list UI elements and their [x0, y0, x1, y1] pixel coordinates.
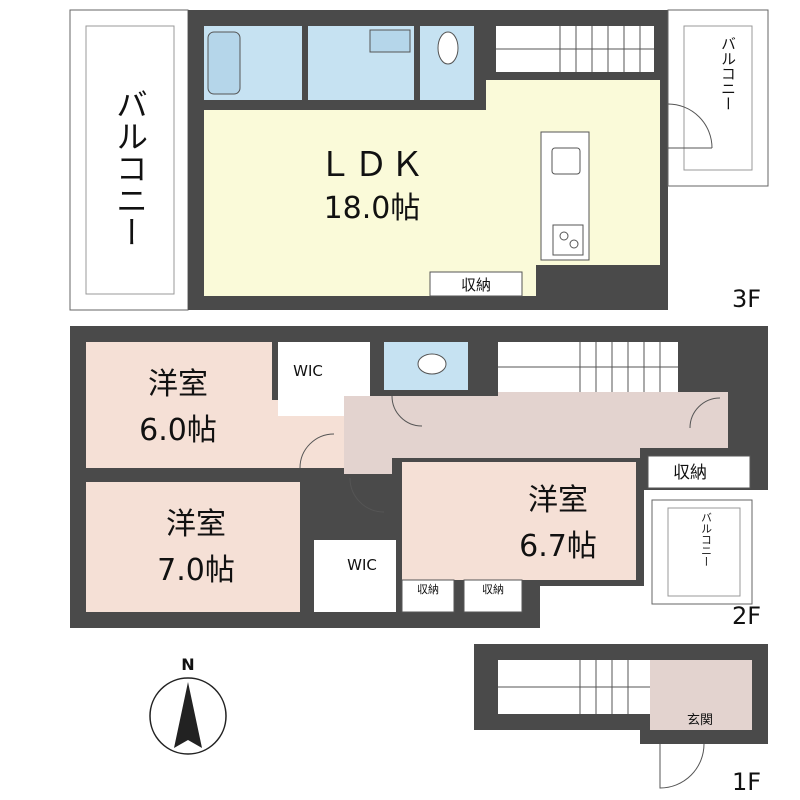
ldk-label: ＬＤＫ — [318, 145, 426, 185]
room-western-3 — [402, 462, 636, 580]
room-2-name: 洋室 — [166, 507, 226, 542]
room-1-name: 洋室 — [148, 367, 208, 402]
north-compass: N — [149, 655, 227, 755]
balcony-3f-left-label: バルコニー — [111, 88, 149, 248]
storage-a-label: 収納 — [417, 583, 439, 596]
ldk-room — [204, 80, 660, 296]
floor-1f: 玄関 1F — [474, 644, 768, 796]
floor-3f: バルコニー 収納 ＬＤＫ 18.0帖 — [69, 9, 769, 313]
hallway-2f — [344, 392, 728, 474]
floor-2f-label: 2F — [732, 602, 761, 630]
storage-b — [463, 579, 523, 613]
room-western-2 — [86, 482, 300, 612]
floor-1f-label: 1F — [732, 768, 761, 796]
storage-b-label: 収納 — [482, 583, 504, 596]
north-label: N — [181, 655, 194, 674]
hall-storage — [647, 455, 751, 489]
wic-1-label: WIC — [293, 362, 323, 380]
wic-2 — [314, 540, 396, 612]
room-western-1 — [86, 342, 272, 468]
floor-3f-label: 3F — [732, 285, 761, 313]
wic-2-label: WIC — [347, 556, 377, 574]
room-3-name: 洋室 — [528, 483, 588, 518]
balcony-2f-label: バルコニー — [700, 512, 713, 567]
hall-storage-label: 収納 — [673, 463, 707, 483]
ldk-size: 18.0帖 — [324, 191, 421, 226]
ldk-storage — [429, 271, 523, 297]
ldk-storage-label: 収納 — [461, 276, 491, 294]
floor-2f: WIC 収納 WIC 収納 収納 洋室 6.0帖 洋室 7.0帖 — [70, 326, 768, 630]
entrance-label: 玄関 — [687, 713, 713, 728]
room-2-size: 7.0帖 — [157, 553, 235, 588]
entrance-1f — [650, 708, 752, 730]
room-1-size: 6.0帖 — [139, 413, 217, 448]
balcony-3f-right-label: バルコニー — [719, 36, 737, 111]
north-arrow-icon — [174, 682, 202, 748]
room-3-size: 6.7帖 — [519, 529, 597, 564]
storage-a — [401, 579, 455, 613]
